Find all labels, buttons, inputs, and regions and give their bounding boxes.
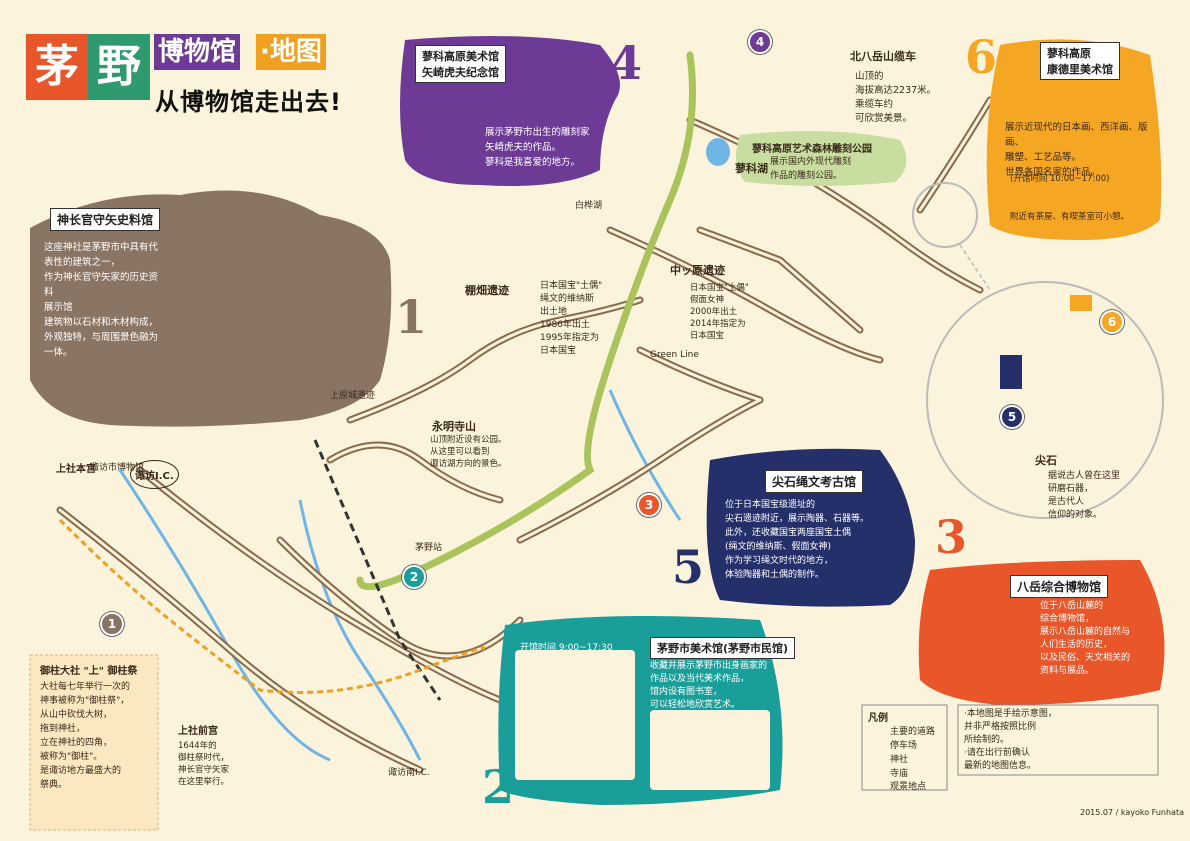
legend-item-viewpoint: 观景地点: [890, 782, 927, 792]
panel-6-number: 6: [965, 30, 998, 84]
signature: 2015.07 / kayoko Funhata: [1080, 808, 1184, 817]
nakappara-label: 中ッ原遗迹: [670, 264, 725, 277]
eimyoji-label: 永明寺山: [432, 420, 476, 433]
panel-1-bg: [30, 190, 392, 427]
label-green-line: Green Line: [650, 350, 699, 360]
togariishi-text: 据说古人曾在这里 研磨石器， 是古代人 信仰的对象。: [1048, 471, 1121, 520]
marker-1[interactable]: 1: [100, 612, 124, 636]
onbashira-note-title: 御柱大社 "上" 御柱祭: [40, 666, 138, 677]
map-subtitle: 从博物馆走出去!: [155, 88, 342, 116]
togariishi-inset: [926, 281, 1164, 519]
kashiyama-label: 北八岳山缆车: [850, 50, 916, 63]
sculpture-park-label: 蓼科高原艺术森林雕刻公园: [752, 144, 872, 155]
panel-1-title: 神长官守矢史料馆: [50, 208, 161, 231]
panel-1-number: 1: [395, 290, 428, 344]
panel-6-hours: (开馆时间 10:00~17:00): [1010, 174, 1110, 184]
green-line-road: [356, 51, 696, 591]
marker-2[interactable]: 2: [402, 565, 426, 589]
kashiyama-text: 山顶的 海拔高达2237米。 乘缆车约 可欣赏美景。: [855, 71, 937, 124]
title-map: ·地图: [256, 34, 326, 70]
marker-6[interactable]: 6: [1100, 310, 1124, 334]
eimyoji-text: 山顶附近设有公园。 从这里可以看到 诹访湖方向的景色。: [430, 435, 507, 469]
label-tateshina-lake: 蓼科湖: [735, 162, 768, 175]
togariishi-label: 尖石: [1035, 454, 1057, 467]
ueshita-text: 1644年的 御柱祭时代， 神长官守矢家 在这里举行。: [178, 741, 230, 787]
label-suwa-museum: 诹访市博物馆: [90, 463, 145, 473]
marker-3[interactable]: 3: [637, 493, 661, 517]
title-char-2: 野: [88, 34, 150, 100]
marker-4[interactable]: 4: [748, 30, 772, 54]
sculpture-park-bubble: [736, 131, 907, 186]
panel-5-number: 5: [672, 540, 705, 594]
label-suwa-ic2: 诹访南I.C.: [388, 768, 430, 778]
sculpture-park-text: 展示国内外现代雕刻 作品的雕刻公园。: [770, 157, 852, 181]
legend-notes: ·本地图是手绘示意图， 并非严格按照比例 所绘制的。 ·请在出行前确认 最新的地…: [964, 709, 1057, 771]
panel-4-text: 展示茅野市出生的雕刻家 矢崎虎夫的作品。 蓼科是我喜爱的地方。: [485, 127, 590, 168]
panel-6-extra: 附近有茶屋、有喫茶室可小憩。: [1010, 212, 1130, 222]
railway: [313, 439, 442, 701]
map-title: 茅野 博物馆 ·地图: [26, 34, 326, 100]
legend-item-temple: 寺庙: [890, 769, 909, 779]
panel-5-text: 位于日本国宝级遗址的 尖石遗迹附近，展示陶器、石器等。 此外，还收藏国宝两座国宝…: [725, 500, 870, 580]
onbashira-note-box: [29, 654, 159, 831]
legend-item-road: 主要的道路: [890, 727, 936, 737]
title-museum: 博物馆: [154, 34, 241, 70]
ueshita-label: 上社前宫: [178, 726, 218, 737]
panel-6-bg: [986, 39, 1162, 240]
panel-2-hours: 开馆时间 9:00~17:30: [520, 643, 613, 653]
label-kamiya: 上社本宫: [56, 464, 96, 475]
panel-6-title: 蓼科高原 康德里美术馆: [1040, 42, 1120, 80]
panel-3-title: 八岳综合博物馆: [1010, 575, 1109, 598]
onbashira-note-text: 大社每七年举行一次的 神事被称为"御柱祭"， 从山中砍伐大树， 拖到神社， 立在…: [40, 682, 131, 790]
label-kamihara: 上原城遗迹: [330, 391, 376, 401]
tanabatake-text: 日本国宝"土偶" 绳文的维纳斯 出土地 1986年出土 1995年指定为 日本国…: [540, 281, 603, 356]
label-suwa-ic: 诹访I.C.: [130, 460, 179, 489]
legend-item-shrine: 神社: [890, 755, 909, 765]
label-shiraka: 白桦湖: [575, 201, 603, 211]
panel-4-number: 4: [610, 36, 643, 90]
title-char-1: 茅: [26, 34, 88, 100]
panel-3-number: 3: [935, 510, 968, 564]
panel-2-text: 收藏并展示茅野市出身画家的 作品以及当代美术作品， 馆内设有图书室， 可以轻松地…: [650, 661, 768, 710]
label-chino-station: 茅野站: [415, 543, 443, 553]
legend-title: 凡例: [868, 713, 888, 724]
notes-box: [957, 704, 1159, 776]
panel-5-title: 尖石绳文考古馆: [765, 470, 864, 493]
panel-4-title: 蓼科高原美术馆 矢崎虎夫纪念馆: [415, 45, 506, 83]
panel-2-title: 茅野市美术馆(茅野市民馆): [650, 637, 796, 659]
tateshina-lake: [706, 138, 730, 166]
legend-item-parking: 停车场: [890, 741, 918, 751]
onbashira-route: [58, 518, 486, 694]
tanabatake-label: 棚畑遗迹: [465, 284, 509, 297]
marker-5[interactable]: 5: [1000, 405, 1024, 429]
panel-3-text: 位于八岳山麓的 综合博物馆， 展示八岳山麓的自然与 人们生活的历史， 以及民俗、…: [1040, 601, 1131, 676]
nakappara-text: 日本国宝"土偶" 假面女神 2000年出土 2014年指定为 日本国宝: [690, 283, 749, 341]
panel-2-number: 2: [482, 760, 515, 814]
legend-box: [861, 704, 948, 791]
panel-6-text: 展示近现代的日本画、西洋画、版画、 雕塑、工艺品等。 世界各国名家的作品。: [1005, 122, 1148, 178]
panel-1-text: 这座神社是茅野市中具有代表性的建筑之一， 作为神长官守矢家的历史资料 展示馆 建…: [44, 242, 159, 358]
